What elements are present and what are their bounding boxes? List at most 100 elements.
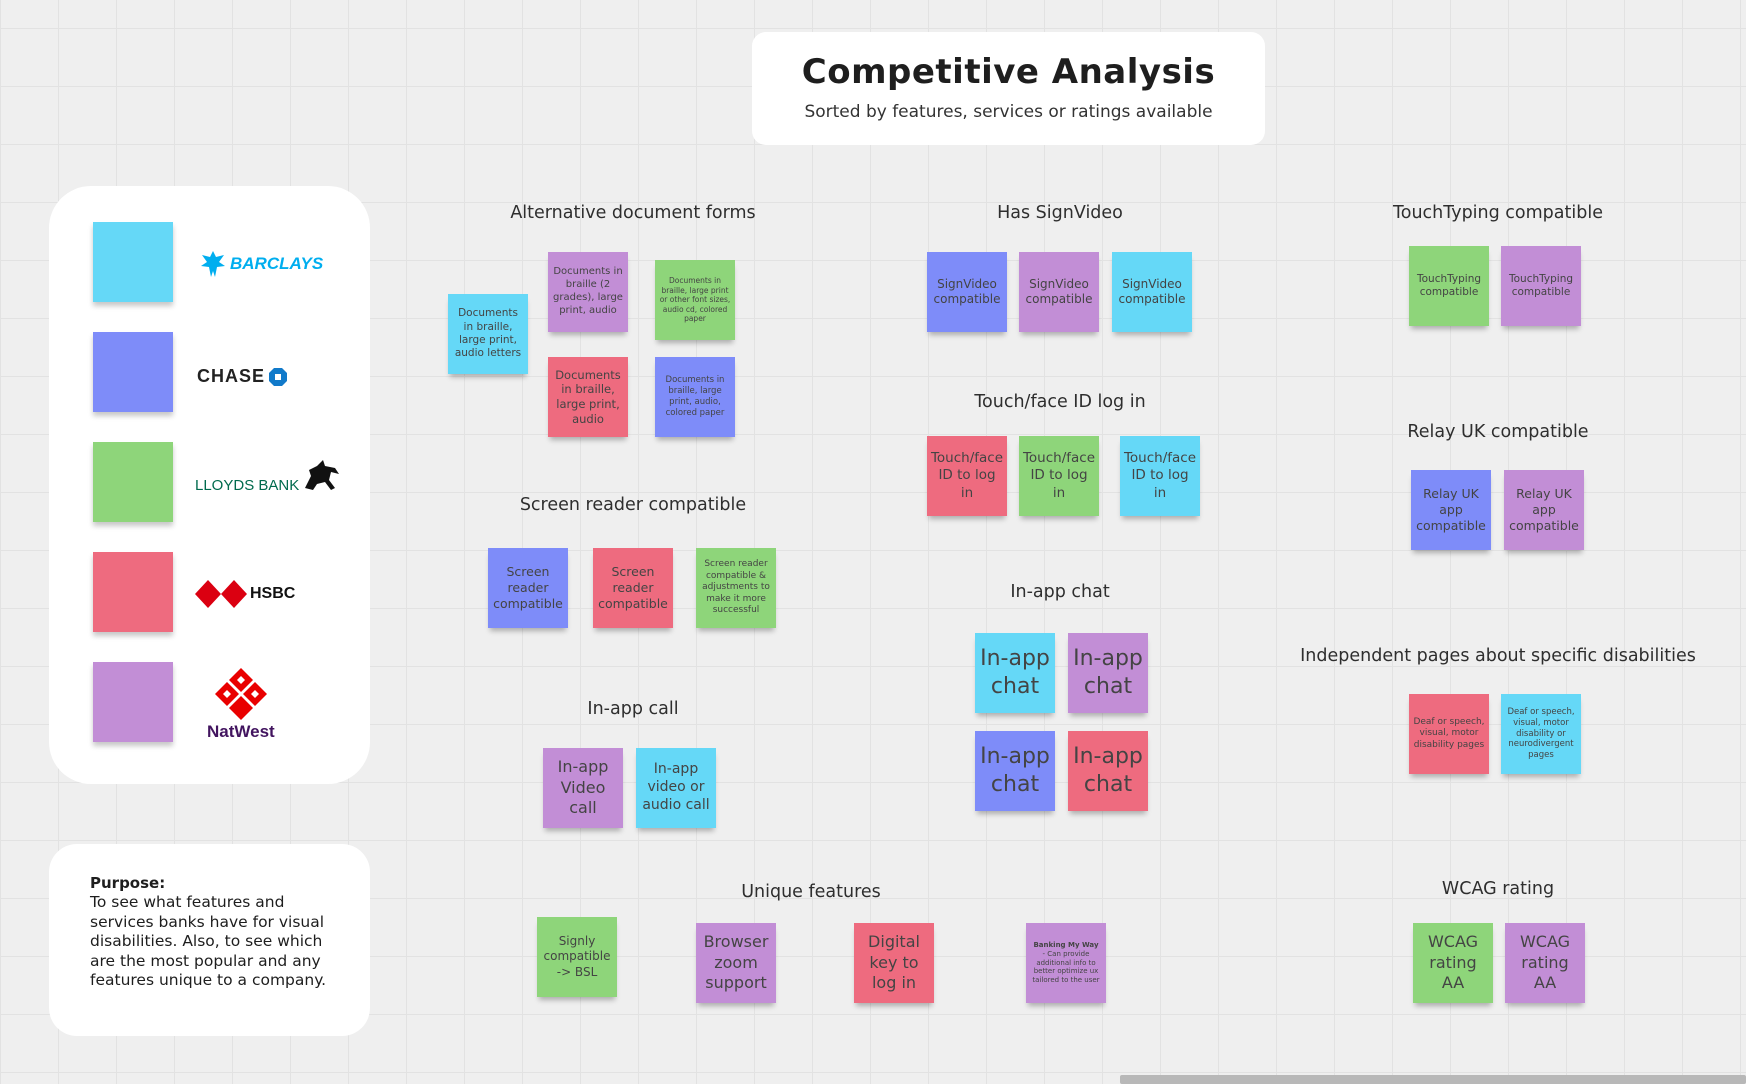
purpose-title: Purpose: (90, 874, 166, 892)
note-text: Screen reader compatible & adjustments t… (702, 559, 770, 616)
note-text: Relay UK app compatible (1416, 486, 1486, 533)
section-label-relay: Relay UK compatible (1407, 422, 1589, 442)
note-text: Documents in braille, large print, audio… (454, 307, 522, 360)
note-text: Documents in braille, large print, audio (555, 367, 621, 426)
note-text: Documents in braille, large print, audio… (665, 375, 725, 418)
sticky-note-hsbc[interactable]: In-app chat (1068, 731, 1148, 811)
legend-swatch-barclays[interactable] (93, 222, 173, 302)
sticky-note-chase[interactable]: Screen reader compatible (488, 548, 568, 628)
sticky-note-lloyds[interactable]: TouchTyping compatible (1409, 246, 1489, 326)
legend-logo-lloyds: LLOYDS BANK (195, 458, 341, 494)
note-text: Documents in braille (2 grades), large p… (553, 266, 623, 316)
note-text: Deaf or speech, visual, motor disability… (1507, 706, 1575, 761)
section-label-signvideo: Has SignVideo (997, 203, 1123, 223)
note-text: SignVideo compatible (1025, 276, 1093, 306)
page-subtitle: Sorted by features, services or ratings … (804, 102, 1213, 122)
sticky-note-hsbc[interactable]: Touch/face ID to log in (927, 436, 1007, 516)
sticky-note-natwest[interactable]: In-app Video call (543, 748, 623, 828)
sticky-note-natwest[interactable]: Relay UK app compatible (1504, 470, 1584, 550)
note-text: In-app chat (1073, 743, 1143, 797)
hsbc-wordmark: HSBC (250, 585, 296, 602)
legend-swatch-natwest[interactable] (93, 662, 173, 742)
cube-icon (214, 668, 267, 720)
natwest-wordmark: NatWest (207, 722, 275, 741)
sticky-note-hsbc[interactable]: Deaf or speech, visual, motor disability… (1409, 694, 1489, 774)
sticky-note-natwest[interactable]: TouchTyping compatible (1501, 246, 1581, 326)
chase-wordmark: CHASE (197, 366, 266, 386)
legend-card[interactable]: BARCLAYS CHASE LLOYDS BANK HSBC (49, 186, 370, 784)
sticky-note-hsbc[interactable]: Documents in braille, large print, audio (548, 357, 628, 437)
purpose-card[interactable]: Purpose: To see what features and servic… (49, 844, 370, 1036)
horizontal-scrollbar[interactable] (1120, 1075, 1746, 1084)
note-text: TouchTyping compatible (1416, 272, 1482, 298)
sticky-note-chase[interactable]: Relay UK app compatible (1411, 470, 1491, 550)
sticky-note-barclays[interactable]: In-app video or audio call (636, 748, 716, 828)
sticky-note-chase[interactable]: In-app chat (975, 731, 1055, 811)
section-label-unique: Unique features (741, 882, 881, 902)
lloyds-wordmark: LLOYDS BANK (195, 476, 300, 494)
section-label-wcag: WCAG rating (1441, 879, 1555, 899)
sticky-note-lloyds[interactable]: Documents in braille, large print or oth… (655, 260, 735, 340)
note-text: Digital key to log in (868, 932, 920, 993)
sticky-note-barclays[interactable]: In-app chat (975, 633, 1055, 713)
note-text: TouchTyping compatible (1508, 272, 1574, 298)
note-text: Screen reader compatible (598, 564, 668, 611)
eagle-icon (201, 251, 225, 277)
sticky-note-natwest[interactable]: Browser zoom support (696, 923, 776, 1003)
sticky-note-hsbc[interactable]: Screen reader compatible (593, 548, 673, 628)
note-text: Browser zoom support (703, 932, 769, 993)
note-text: In-app Video call (557, 757, 609, 818)
note-text: Deaf or speech, visual, motor disability… (1413, 716, 1485, 750)
sticky-note-chase[interactable]: SignVideo compatible (927, 252, 1007, 332)
note-text: In-app chat (980, 743, 1050, 797)
sticky-note-natwest[interactable]: SignVideo compatible (1019, 252, 1099, 332)
sticky-note-lloyds[interactable]: Touch/face ID to log in (1019, 436, 1099, 516)
sticky-note-lloyds[interactable]: Screen reader compatible & adjustments t… (696, 548, 776, 628)
sticky-note-natwest[interactable]: In-app chat (1068, 633, 1148, 713)
sticky-note-barclays[interactable]: Touch/face ID to log in (1120, 436, 1200, 516)
note-text: In-app chat (980, 645, 1050, 699)
note-text: In-app video or audio call (642, 761, 710, 813)
note-text: - Can provide additional info to better … (1032, 949, 1100, 985)
legend-swatch-chase[interactable] (93, 332, 173, 412)
legend-swatch-hsbc[interactable] (93, 552, 173, 632)
note-text: WCAG rating AA (1427, 932, 1479, 993)
hexagon-icon (195, 580, 247, 608)
note-text: Relay UK app compatible (1509, 486, 1579, 533)
sticky-note-barclays[interactable]: Deaf or speech, visual, motor disability… (1501, 694, 1581, 774)
purpose-text: To see what features and services banks … (90, 893, 327, 989)
sticky-note-hsbc[interactable]: Digital key to log in (854, 923, 934, 1003)
section-label-touchtyping: TouchTyping compatible (1393, 203, 1603, 223)
section-label-alt-docs: Alternative document forms (510, 203, 756, 223)
note-text: Screen reader compatible (493, 564, 563, 611)
legend-logo-hsbc: HSBC (195, 580, 295, 608)
sticky-note-barclays[interactable]: Documents in braille, large print, audio… (448, 294, 528, 374)
sticky-note-natwest[interactable]: Banking My Way - Can provide additional … (1026, 923, 1106, 1003)
page-title: Competitive Analysis (801, 52, 1216, 92)
note-title: Banking My Way (1033, 940, 1099, 949)
legend-logo-chase: CHASE (197, 366, 288, 387)
legend-swatch-lloyds[interactable] (93, 442, 173, 522)
barclays-wordmark: BARCLAYS (230, 254, 324, 273)
note-text: Documents in braille, large print or oth… (659, 276, 731, 324)
sticky-note-natwest[interactable]: WCAG rating AA (1505, 923, 1585, 1003)
section-label-touch-id: Touch/face ID log in (974, 392, 1146, 412)
sticky-note-lloyds[interactable]: Signly compatible -> BSL (537, 917, 617, 997)
sticky-note-chase[interactable]: Documents in braille, large print, audio… (655, 357, 735, 437)
note-text: SignVideo compatible (933, 276, 1001, 306)
horse-icon (305, 460, 340, 490)
note-text: Signly compatible -> BSL (543, 933, 611, 979)
note-text: Touch/face ID to log in (930, 450, 1004, 501)
note-text: Touch/face ID to log in (1022, 450, 1096, 501)
note-text: In-app chat (1073, 645, 1143, 699)
section-label-in-app-call: In-app call (587, 699, 679, 719)
section-label-in-app-chat: In-app chat (1010, 582, 1110, 602)
title-card[interactable]: Competitive Analysis Sorted by features,… (752, 32, 1265, 145)
legend-logo-barclays: BARCLAYS (199, 249, 323, 279)
sticky-note-barclays[interactable]: SignVideo compatible (1112, 252, 1192, 332)
section-label-screen-reader: Screen reader compatible (519, 495, 747, 515)
sticky-note-lloyds[interactable]: WCAG rating AA (1413, 923, 1493, 1003)
note-text: Touch/face ID to log in (1123, 450, 1197, 501)
note-text: SignVideo compatible (1118, 276, 1186, 306)
sticky-note-natwest[interactable]: Documents in braille (2 grades), large p… (548, 252, 628, 332)
